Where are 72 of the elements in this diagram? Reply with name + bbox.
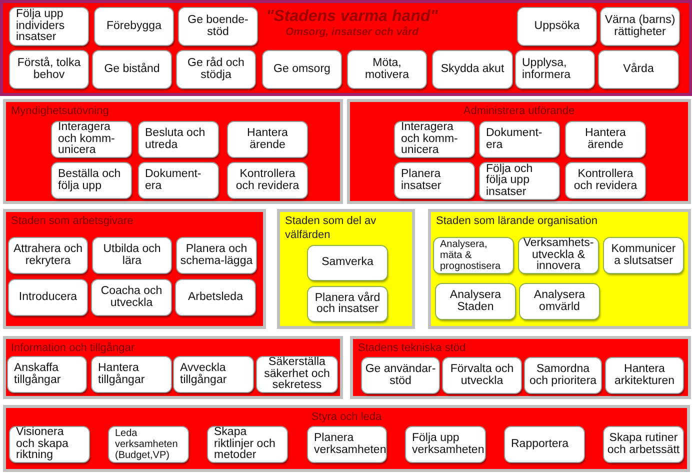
activity-box: Utbilda och lära: [93, 238, 171, 273]
activity-box: Interagera och komm-unicera: [52, 122, 131, 157]
panel-title: Staden som arbetsgivare: [11, 214, 134, 228]
activity-box: Följa och följa upp insatser: [480, 163, 559, 199]
activity-box: Besluta och utreda: [139, 122, 218, 157]
activity-box: Hantera ärende: [566, 122, 645, 157]
activity-box: Värna (barns) rättigheter: [601, 8, 679, 45]
activity-box: Hantera ärende: [228, 122, 307, 157]
activity-box: Kommunicer a slutsatser: [604, 238, 683, 273]
panel-title: Myndighetsutövning: [11, 104, 109, 118]
title-text: "Stadens varma hand": [266, 8, 438, 25]
activity-box: Coacha och utveckla: [92, 280, 171, 315]
section-panel: [3, 99, 343, 204]
activity-box: Analysera, mäta & prognostisera: [434, 238, 513, 273]
activity-box: Planera verksamheten: [308, 427, 386, 462]
panel-title: Staden som lärande organisation: [436, 214, 598, 228]
section-panel: [277, 209, 415, 329]
activity-box: Förstå, tolka behov: [10, 51, 88, 88]
activity-box: Planera insatser: [395, 163, 474, 198]
activity-box: Upplysa, informera: [516, 51, 594, 88]
activity-box: Skydda akut: [433, 51, 512, 88]
activity-box: Dokument-era: [480, 122, 559, 157]
activity-box: Möta, motivera: [348, 51, 426, 88]
activity-box: Planera och schema-lägga: [177, 238, 256, 273]
activity-box: Skapa riktlinjer och metoder: [208, 427, 287, 462]
activity-box: Förvalta och utveckla: [443, 358, 521, 393]
activity-box: Vårda: [599, 51, 678, 88]
activity-box: Följa upp individers insatser: [10, 8, 88, 45]
activity-box: Ge omsorg: [263, 51, 341, 88]
activity-box: Planera vård och insatser: [308, 287, 387, 321]
panel-title: Staden som del av välfärden: [285, 214, 378, 242]
activity-box: Introducera: [9, 280, 87, 315]
activity-box: Analysera omvärld: [520, 284, 599, 319]
activity-box: Ge boende-stöd: [179, 8, 257, 45]
activity-box: Hantera arkitekturen: [606, 358, 683, 393]
activity-box: Arbetsleda: [176, 280, 255, 315]
activity-box: Säkerställa säkerhet och sekretess: [257, 357, 337, 392]
activity-box: Uppsöka: [518, 8, 596, 45]
section-panel: [3, 405, 690, 472]
activity-box: Kontrollera och revidera: [566, 163, 645, 198]
activity-box: Interagera och komm-unicera: [395, 122, 474, 157]
section-panel: [347, 99, 691, 204]
activity-box: Analysera Staden: [436, 284, 515, 319]
activity-box: Dokument-era: [139, 163, 218, 198]
panel-title: Stadens tekniska stöd: [358, 341, 466, 355]
activity-box: Avveckla tillgångar: [174, 357, 253, 392]
panel-title: Information och tillgångar: [11, 341, 135, 355]
activity-box: Rapportera: [505, 427, 584, 462]
header-band: [0, 0, 692, 96]
activity-box: Visionera och skapa riktning: [10, 427, 89, 462]
activity-box: Skapa rutiner och arbetssätt: [604, 427, 683, 462]
activity-box: Ge användar-stöd: [362, 358, 439, 393]
panel-title: Styra och leda: [311, 410, 382, 424]
activity-box: Attrahera och rekrytera: [9, 238, 87, 273]
activity-box: Kontrollera och revidera: [228, 163, 307, 198]
activity-box: Anskaffa tillgångar: [8, 357, 86, 392]
activity-box: Hantera tillgångar: [92, 357, 171, 392]
activity-box: Beställa och följa upp: [52, 163, 131, 198]
activity-box: Leda verksamheten (Budget,VP): [109, 427, 188, 462]
activity-box: Följa upp verksamheten: [406, 427, 485, 462]
panel-title: Administrera utförande: [463, 104, 575, 118]
activity-box: Samordna och prioritera: [525, 358, 601, 393]
activity-box: Ge bistånd: [93, 51, 171, 88]
activity-box: Samverka: [308, 246, 387, 280]
activity-box: Verksamhets-utveckla & innovera: [519, 238, 598, 273]
activity-box: Förebygga: [95, 8, 173, 45]
subtitle-text: Omsorg, insatser och vård: [285, 26, 419, 38]
section-panel: [428, 209, 691, 329]
section-panel: [3, 209, 266, 329]
section-panel: [3, 336, 343, 399]
activity-box: Ge råd och stödja: [177, 51, 255, 88]
section-panel: [350, 336, 691, 399]
